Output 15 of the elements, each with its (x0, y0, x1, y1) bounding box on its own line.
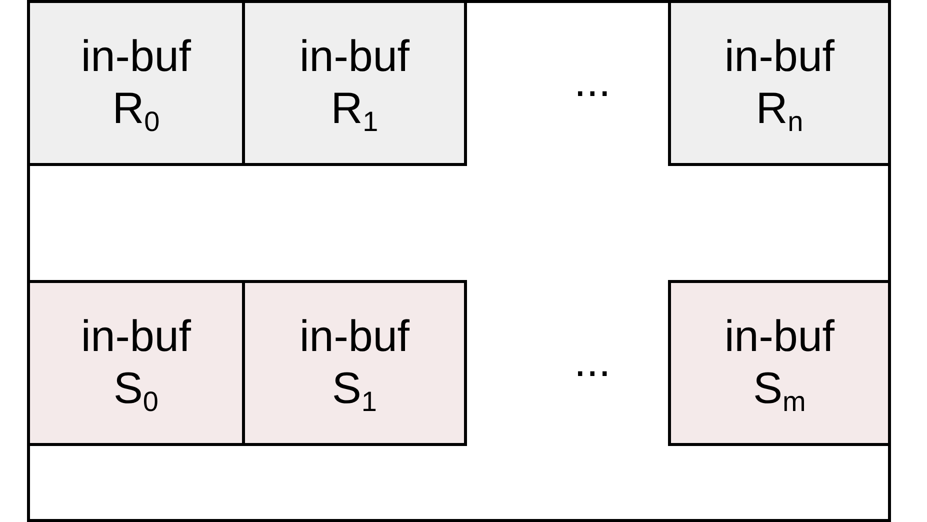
buffer-box (242, 0, 467, 166)
ellipsis-text: ... (574, 340, 611, 384)
buffer-label: in-buf S$_{m}$ (723, 311, 836, 415)
buffer-box (27, 280, 245, 446)
buffer-box (668, 280, 891, 446)
buffer-label: in-buf R$_{0}$ (80, 31, 192, 135)
buffer-label: in-buf S$_{0}$ (80, 311, 192, 415)
buffer-box (668, 0, 891, 166)
frame-box (27, 0, 891, 522)
buffer-box (27, 0, 245, 166)
buffer-box (242, 280, 467, 446)
buffer-label: in-buf R$_{n}$ (723, 31, 836, 135)
buffer-label: in-buf R$_{1}$ (298, 31, 411, 135)
ellipsis-text: ... (574, 60, 611, 104)
buffer-label: in-buf S$_{1}$ (298, 311, 411, 415)
